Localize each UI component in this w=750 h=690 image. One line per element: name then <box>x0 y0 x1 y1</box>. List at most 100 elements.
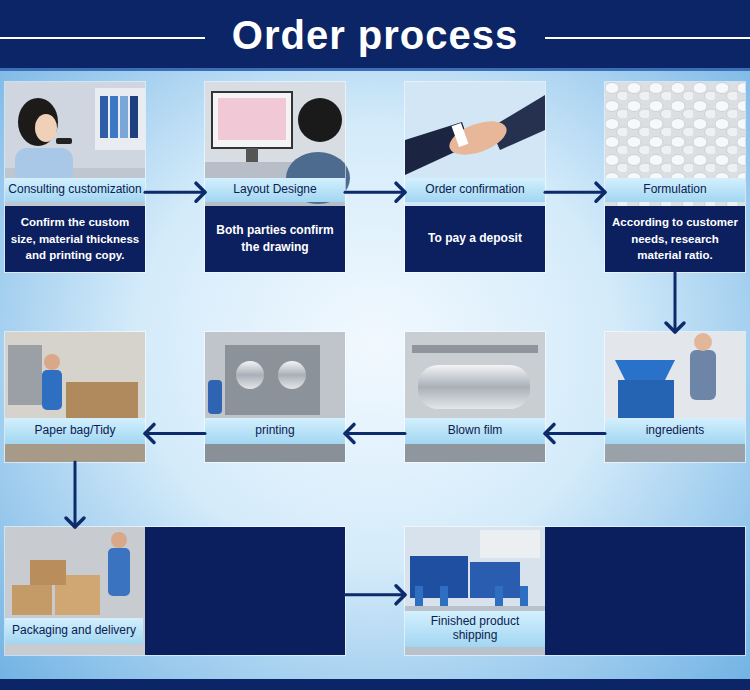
cuff <box>452 123 469 147</box>
arrow-head <box>196 183 205 201</box>
header-rule <box>0 68 750 71</box>
step-label: Consulting customization <box>5 178 145 202</box>
machine <box>618 380 674 418</box>
photo-bg <box>5 527 145 655</box>
arrow-shaft <box>345 432 405 435</box>
step-text: ingredients <box>646 424 705 438</box>
photo-bg <box>405 82 545 206</box>
header-line <box>545 37 750 39</box>
step-label: printing <box>205 418 345 444</box>
photo-bg <box>605 332 745 462</box>
person-body <box>690 350 716 400</box>
step-description: According to customer needs, research ma… <box>605 206 745 272</box>
shelf <box>95 88 145 150</box>
process-card: Packaging and delivery <box>5 527 345 655</box>
arrow-shaft <box>145 432 205 435</box>
process-card: Paper bag/Tidy <box>5 332 145 462</box>
arrow-shaft <box>345 191 405 194</box>
footer-band <box>0 679 750 690</box>
process-card: printing <box>205 332 345 462</box>
arrow-head <box>545 424 554 442</box>
photo-bg <box>205 332 345 462</box>
roller <box>236 361 264 389</box>
arrow-head <box>596 183 605 201</box>
process-card: Consulting customizationConfirm the cust… <box>5 82 145 272</box>
floor <box>405 444 545 462</box>
phone <box>56 138 72 144</box>
boxes <box>66 382 138 418</box>
step-text: Order confirmation <box>425 183 524 197</box>
flow-arrow <box>345 586 405 604</box>
process-card: ingredients <box>605 332 745 462</box>
step-text: printing <box>255 424 294 438</box>
arrow-shaft <box>74 462 77 527</box>
person-face <box>35 114 57 142</box>
press <box>225 345 320 415</box>
arrow-shaft <box>545 432 605 435</box>
header-line <box>0 37 205 39</box>
flow-arrow <box>666 272 684 332</box>
person-hair <box>18 98 58 146</box>
step-description: Both parties confirm the drawing <box>205 206 345 272</box>
floor <box>5 444 145 462</box>
process-card: Layout DesigneBoth parties confirm the d… <box>205 82 345 272</box>
arrow-shaft <box>545 191 605 194</box>
person-head <box>298 98 342 142</box>
photo-bg <box>605 82 745 206</box>
ground <box>405 606 545 655</box>
step-text: Formulation <box>643 183 706 197</box>
person-head <box>694 333 712 351</box>
step-text: Paper bag/Tidy <box>35 424 116 438</box>
person-head <box>44 354 60 370</box>
step-label: Formulation <box>605 178 745 202</box>
photo-bg <box>5 82 145 206</box>
flow-arrow <box>66 462 84 527</box>
step-label: Blown film <box>405 418 545 444</box>
arrow-shaft <box>674 272 677 332</box>
step-description: To pay a deposit <box>405 206 545 272</box>
hopper <box>615 360 675 380</box>
page-title: Order process <box>0 0 750 70</box>
box <box>12 585 52 615</box>
step-label: ingredients <box>605 418 745 444</box>
step-label: Paper bag/Tidy <box>5 418 145 444</box>
flow-arrow <box>145 424 205 442</box>
flow-arrow <box>545 183 605 201</box>
floor <box>205 444 345 462</box>
person-body <box>42 370 62 410</box>
building <box>480 530 540 558</box>
photo-bg <box>405 527 545 655</box>
flow-arrow <box>345 183 405 201</box>
box <box>30 560 66 585</box>
arrow-head <box>666 323 684 332</box>
person <box>495 586 503 608</box>
monitor-stand <box>246 148 258 162</box>
machine <box>8 345 42 405</box>
step-text: Both parties confirm the drawing <box>210 222 340 257</box>
step-text: Finished product shipping <box>407 615 543 643</box>
process-card: FormulationAccording to customer needs, … <box>605 82 745 272</box>
arrow-head <box>396 183 405 201</box>
step-text: To pay a deposit <box>428 230 522 247</box>
monitor <box>212 92 292 148</box>
binder <box>120 96 128 138</box>
binder <box>110 96 118 138</box>
arrow-head <box>396 586 405 604</box>
step-text: Confirm the custom size, material thickn… <box>10 214 140 264</box>
binder <box>130 96 138 138</box>
step-label: Finished product shipping <box>405 611 545 647</box>
film-roll <box>418 365 530 409</box>
process-card: Finished product shipping <box>405 527 745 655</box>
step-text: Layout Designe <box>233 183 316 197</box>
person-body <box>208 380 222 414</box>
person <box>415 586 423 608</box>
navy-panel <box>145 527 345 655</box>
step-text: According to customer needs, research ma… <box>610 214 740 264</box>
arrow-shaft <box>145 191 205 194</box>
flow-arrow <box>545 424 605 442</box>
step-label: Layout Designe <box>205 178 345 202</box>
photo-bg <box>5 332 145 462</box>
